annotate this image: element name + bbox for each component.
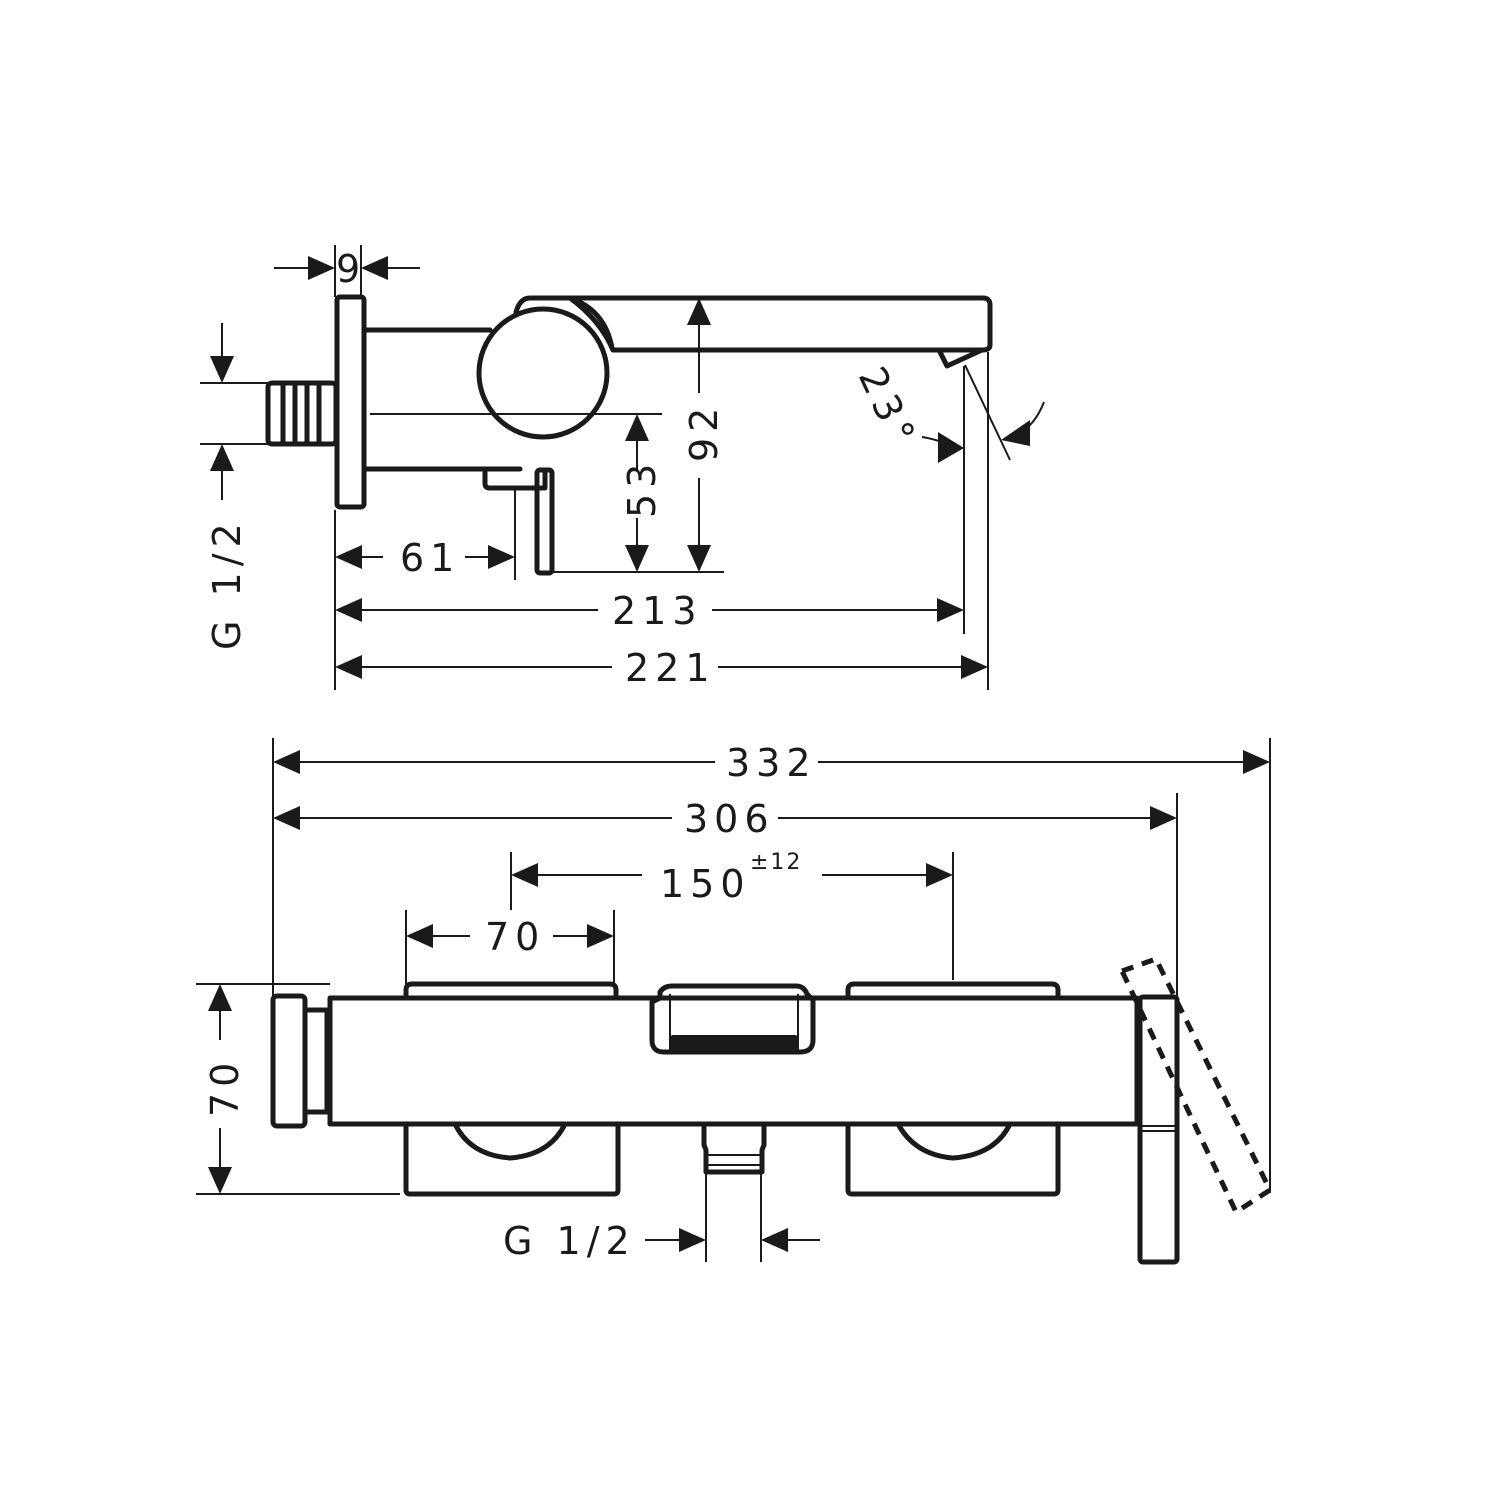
dim-height: 70 xyxy=(203,1057,247,1117)
diverter-lever-front xyxy=(1137,994,1180,1265)
left-handle xyxy=(403,1121,621,1197)
left-inlet-cap xyxy=(403,981,619,1001)
right-inlet-cap xyxy=(845,981,1061,1001)
spout-aerator xyxy=(670,1035,798,1052)
dim-92: 92 xyxy=(682,402,726,462)
threaded-inlet xyxy=(265,380,339,447)
left-end-cap xyxy=(270,993,308,1129)
mixer-body xyxy=(361,327,523,472)
wall-flange xyxy=(334,294,367,510)
spout-front xyxy=(649,983,816,1055)
left-handle-cutout xyxy=(452,1121,568,1161)
outlet-thread xyxy=(701,1121,767,1175)
dim-inlet-thread: G 1/2 xyxy=(205,517,249,650)
dim-332: 332 xyxy=(726,741,817,785)
right-handle xyxy=(845,1121,1061,1197)
spout xyxy=(513,295,993,353)
dim-61: 61 xyxy=(400,536,460,580)
dim-306: 306 xyxy=(684,797,775,841)
dim-angle: 23° xyxy=(850,360,926,456)
dim-150-tolerance: ±12 xyxy=(750,850,802,875)
handle-knob xyxy=(476,306,610,440)
lever-rotated-position xyxy=(1119,956,1273,1215)
diverter-lever xyxy=(534,467,555,576)
dim-150: 150 xyxy=(660,862,751,906)
front-view: 332 306 150 ±12 70 70 xyxy=(196,738,1273,1265)
dim-221: 221 xyxy=(625,646,716,690)
right-handle-cutout xyxy=(895,1121,1013,1161)
mixer-body-front xyxy=(327,995,1140,1127)
dim-outlet-thread: G 1/2 xyxy=(503,1219,636,1263)
dim-handle-width: 70 xyxy=(485,915,545,959)
thread-ridges xyxy=(280,382,322,445)
dim-flange-thickness: 9 xyxy=(336,247,366,291)
dim-213: 213 xyxy=(612,589,703,633)
side-view: 9 G 1/2 61 53 92 2 xyxy=(200,245,1045,690)
spout-outlet xyxy=(937,347,985,369)
end-cap-neck xyxy=(302,1007,330,1115)
diverter xyxy=(482,467,548,491)
dim-53: 53 xyxy=(620,458,664,518)
